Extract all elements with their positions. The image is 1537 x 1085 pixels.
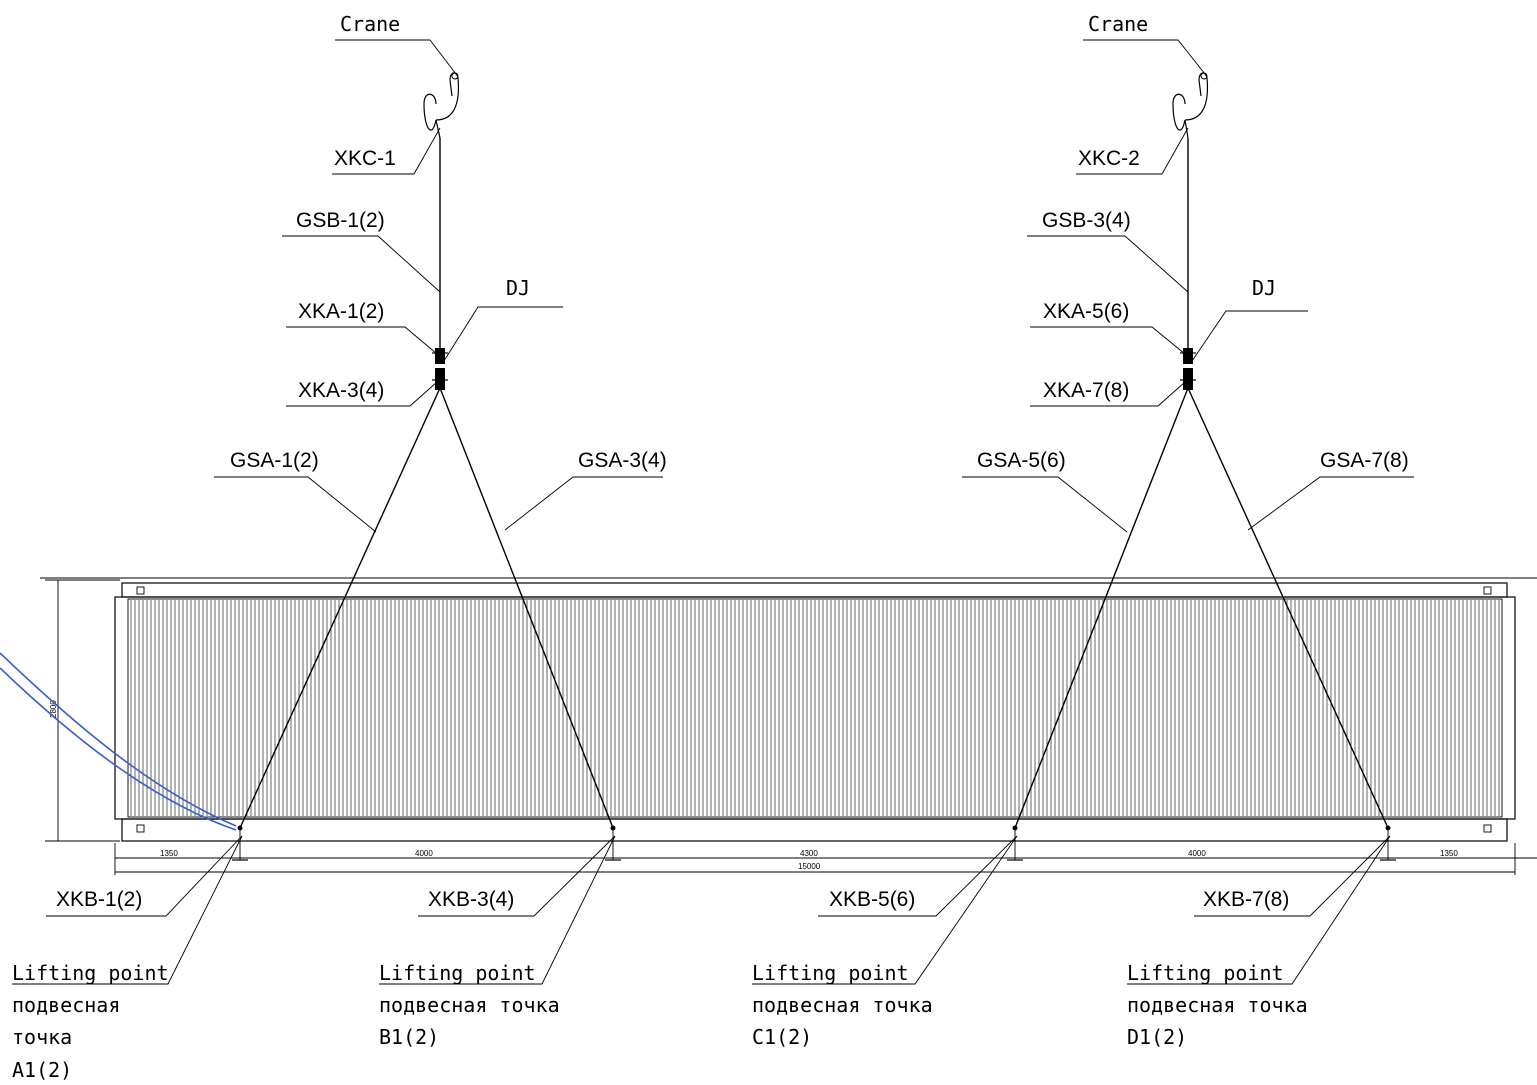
highlight-arrow bbox=[0, 652, 237, 831]
crane-label-2: Crane bbox=[1088, 12, 1148, 36]
dim-seg-5: 1350 bbox=[1440, 849, 1458, 858]
lifting-point-ru2-a: точка bbox=[12, 1025, 72, 1049]
lifting-point-id-a: A1(2) bbox=[12, 1058, 72, 1082]
shackle-bottom-label-2: XKA-7(8) bbox=[1043, 379, 1129, 402]
right-sling-label-2: GSA-7(8) bbox=[1320, 449, 1409, 472]
lower-shackle-label-3: XKB-5(6) bbox=[829, 888, 915, 911]
lifting-point-title-b: Lifting point bbox=[379, 961, 536, 985]
lifting-point-ru-b: подвесная точка bbox=[379, 993, 560, 1017]
shackle-top-1 bbox=[435, 348, 445, 364]
left-sling-label-2: GSA-5(6) bbox=[977, 449, 1066, 472]
dim-total: 15000 bbox=[798, 862, 821, 871]
corrugated-fins bbox=[130, 600, 1500, 816]
lifting-point-title-a: Lifting point bbox=[12, 961, 169, 985]
length-dimensions: 1350 4000 4300 4000 1350 15000 bbox=[114, 830, 1537, 875]
sling-left-1 bbox=[239, 387, 441, 829]
lower-shackle-label-2: XKB-3(4) bbox=[428, 888, 514, 911]
lifting-point-id-c: C1(2) bbox=[752, 1025, 812, 1049]
height-dimension: 2800 bbox=[45, 579, 120, 842]
shackle-bottom-2 bbox=[1183, 368, 1193, 390]
crane-1-rigging: Crane XKC-1 GSB-1(2) DJ XKA-1(2) XKA-3(4… bbox=[214, 12, 667, 829]
lifting-point-title-d: Lifting point bbox=[1127, 961, 1284, 985]
lower-shackle-label-4: XKB-7(8) bbox=[1203, 888, 1289, 911]
lifting-point-ru-d: подвесная точка bbox=[1127, 993, 1308, 1017]
beam-label-2: DJ bbox=[1252, 276, 1276, 300]
height-value: 2800 bbox=[49, 700, 58, 718]
crane-2-rigging: Crane XKC-2 GSB-3(4) DJ XKA-5(6) XKA-7(8… bbox=[962, 12, 1414, 829]
beam-label-1: DJ bbox=[506, 276, 530, 300]
lifting-point-marker bbox=[610, 825, 616, 831]
sling-left-2 bbox=[1014, 387, 1189, 829]
crane-label-1: Crane bbox=[340, 12, 400, 36]
dim-seg-1: 1350 bbox=[160, 849, 178, 858]
sling-right-1 bbox=[439, 387, 614, 829]
lifting-point-c: XKB-5(6) Lifting point подвесная точка C… bbox=[752, 825, 1018, 1049]
dim-seg-3: 4300 bbox=[800, 849, 818, 858]
lifting-point-marker bbox=[1385, 825, 1391, 831]
shackle-top-label-2: XKA-5(6) bbox=[1043, 300, 1129, 323]
sling-right-2 bbox=[1187, 387, 1389, 829]
shackle-bottom-1 bbox=[435, 368, 445, 390]
lifting-point-marker bbox=[237, 825, 243, 831]
dim-seg-4: 4000 bbox=[1188, 849, 1206, 858]
container-frame bbox=[40, 577, 1537, 842]
lifting-point-d: XKB-7(8) Lifting point подвесная точка D… bbox=[1127, 825, 1391, 1049]
lifting-point-title-c: Lifting point bbox=[752, 961, 909, 985]
dim-seg-2: 4000 bbox=[415, 849, 433, 858]
crane-hook-2 bbox=[1172, 72, 1209, 139]
crane-hook-1 bbox=[423, 72, 460, 139]
left-sling-label-1: GSA-1(2) bbox=[230, 449, 319, 472]
lifting-point-ru-c: подвесная точка bbox=[752, 993, 933, 1017]
lifting-point-marker bbox=[1012, 825, 1018, 831]
hook-label-2: XKC-2 bbox=[1078, 147, 1140, 170]
lifting-point-a: XKB-1(2) Lifting point подвесная точка A… bbox=[12, 825, 243, 1082]
main-sling-label-1: GSB-1(2) bbox=[296, 209, 385, 232]
hook-label-1: XKC-1 bbox=[334, 147, 396, 170]
right-sling-label-1: GSA-3(4) bbox=[578, 449, 667, 472]
shackle-bottom-label-1: XKA-3(4) bbox=[298, 379, 384, 402]
lower-shackle-label-1: XKB-1(2) bbox=[56, 888, 142, 911]
main-sling-label-2: GSB-3(4) bbox=[1042, 209, 1131, 232]
lifting-point-b: XKB-3(4) Lifting point подвесная точка B… bbox=[379, 825, 616, 1049]
lifting-point-id-b: B1(2) bbox=[379, 1025, 439, 1049]
lifting-point-id-d: D1(2) bbox=[1127, 1025, 1187, 1049]
shackle-top-2 bbox=[1183, 348, 1193, 364]
lifting-point-ru-a: подвесная bbox=[12, 993, 120, 1017]
shackle-top-label-1: XKA-1(2) bbox=[298, 300, 384, 323]
